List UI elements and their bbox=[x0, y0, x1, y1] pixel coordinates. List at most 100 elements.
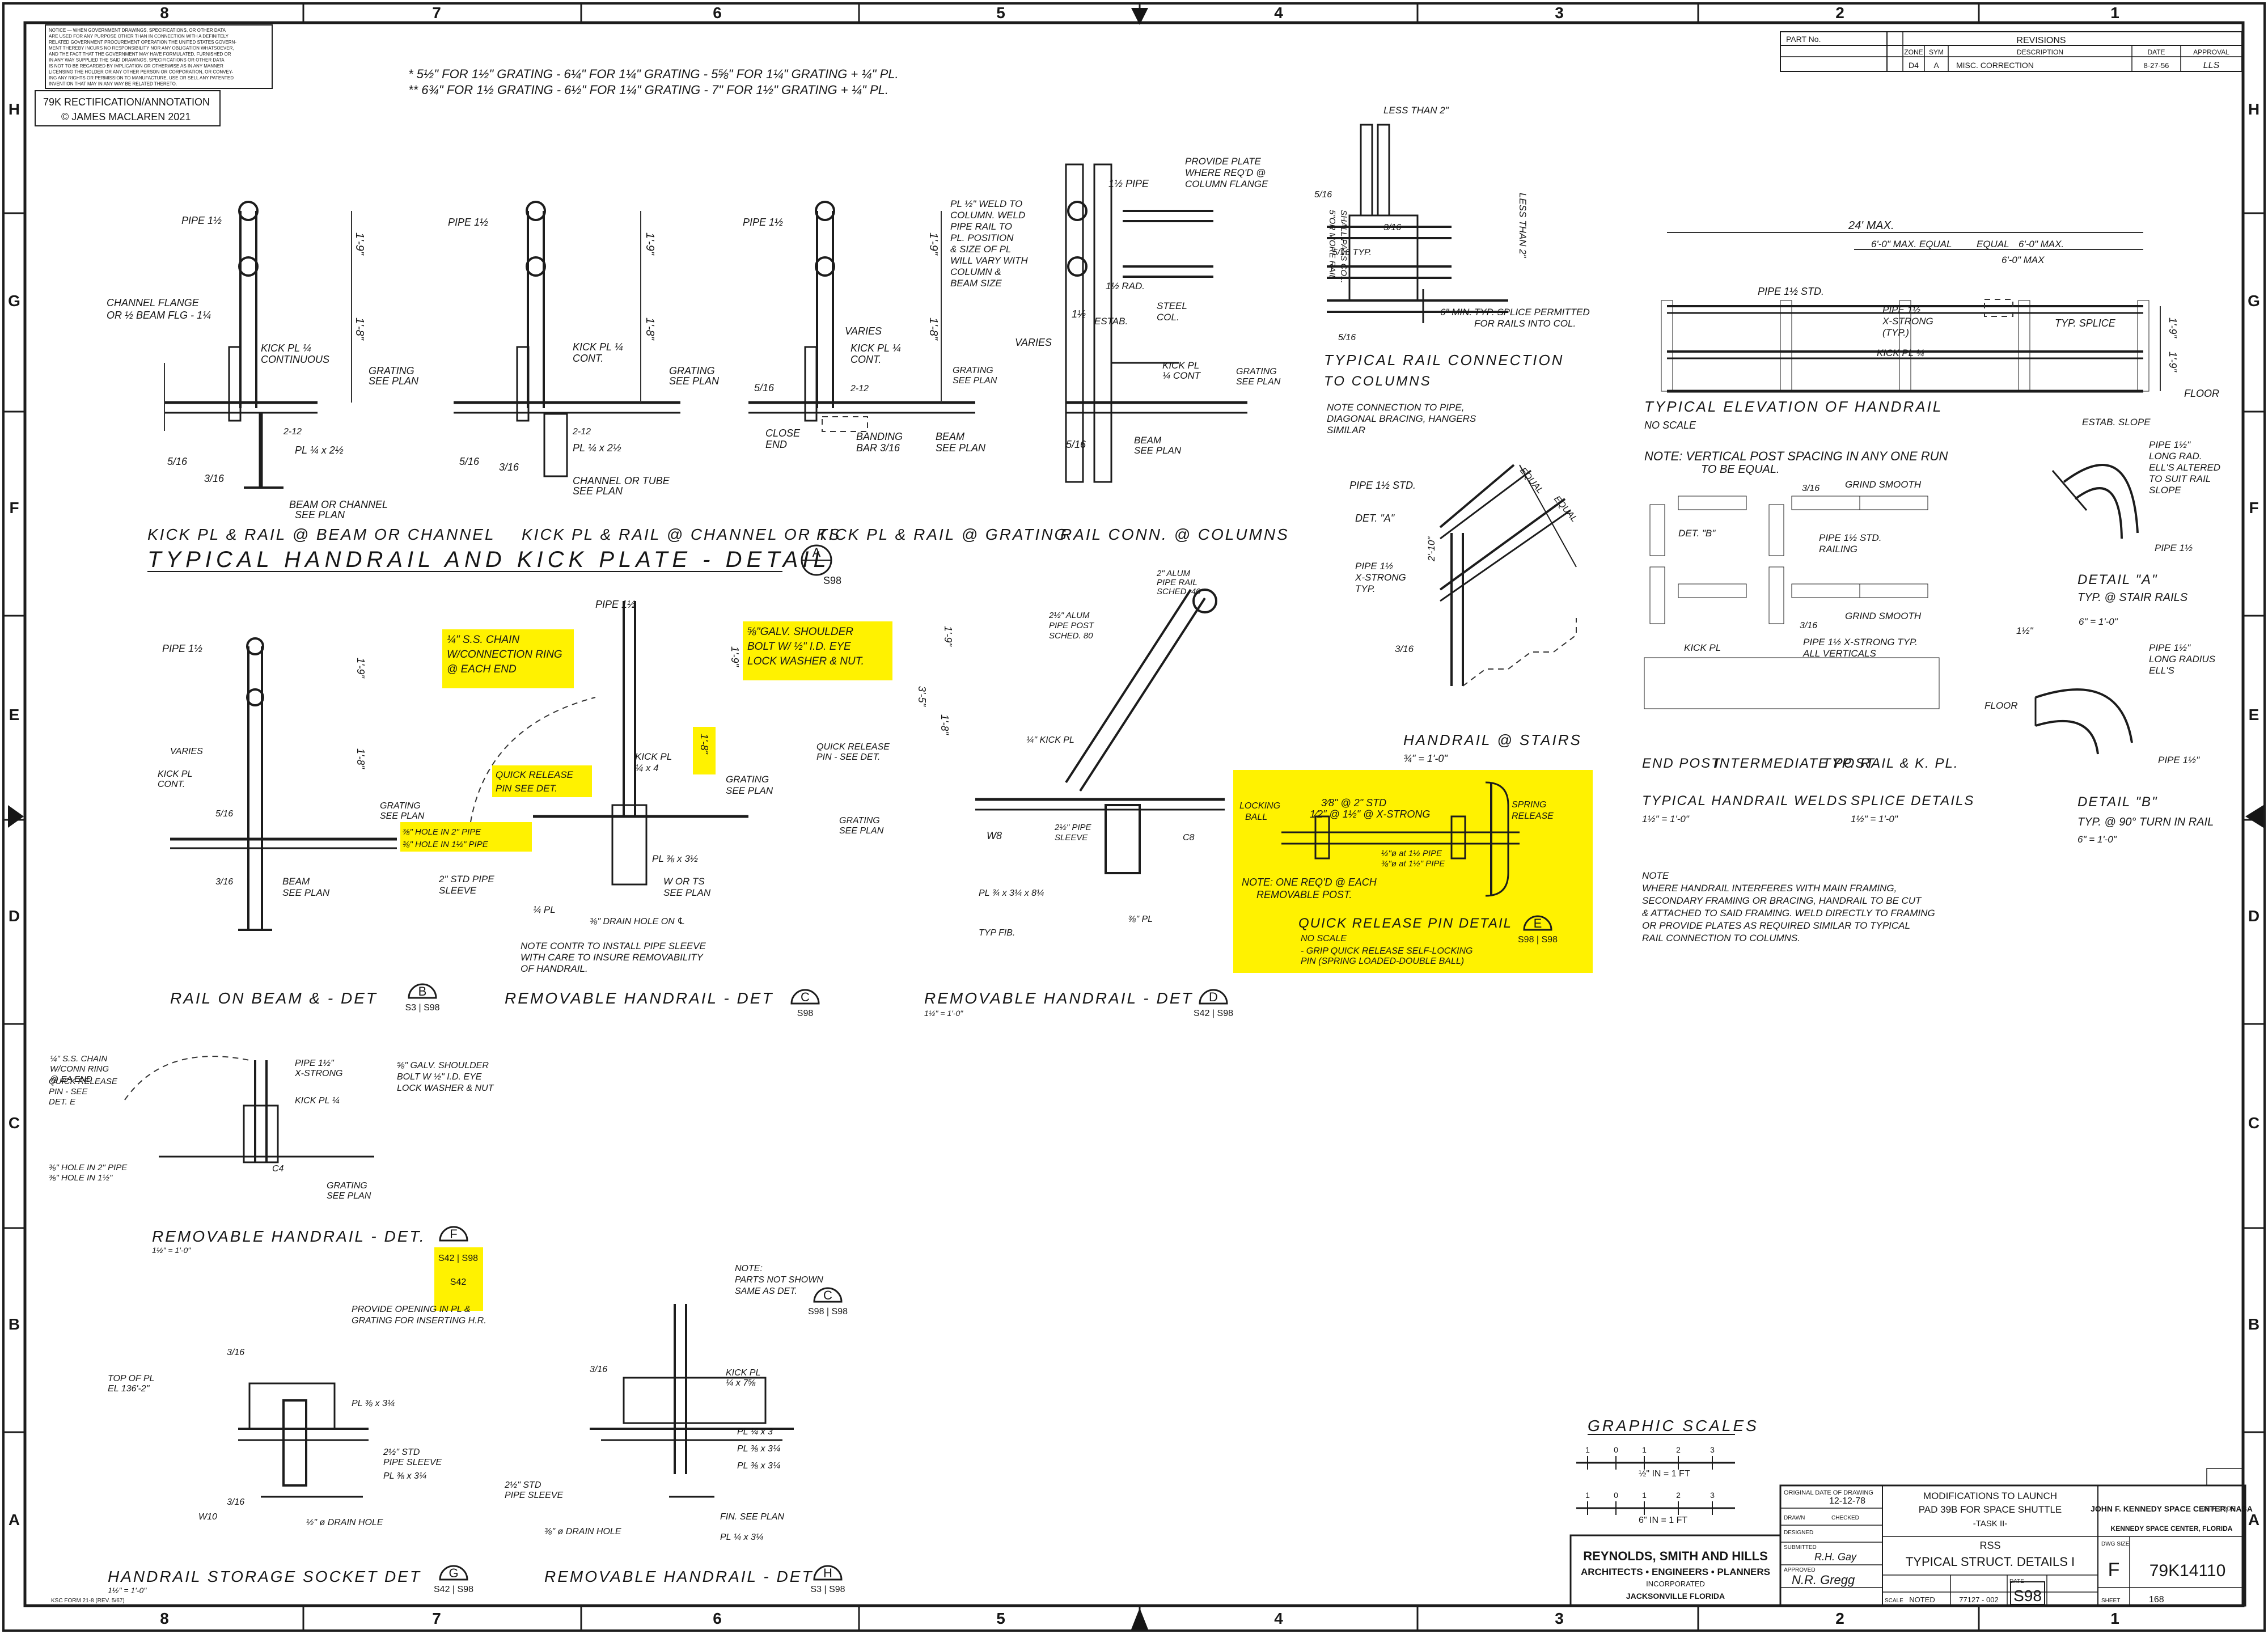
drawing-label: WITH CARE TO INSURE REMOVABILITY bbox=[521, 952, 704, 963]
drawing-label: PIPE 1½ bbox=[1882, 304, 1920, 315]
drawing-label: 2-12 bbox=[572, 427, 591, 437]
drawing-label: PIPE SLEEVE bbox=[505, 1491, 563, 1500]
drawing-label: GRATING bbox=[669, 365, 715, 376]
sheet-no-label: SHEET bbox=[2101, 1598, 2120, 1604]
drawing-label: & ATTACHED TO SAID FRAMING. WELD DIRECTL… bbox=[1642, 908, 1935, 918]
border-row-label: B bbox=[2248, 1315, 2259, 1333]
drawing-label: ⅜" PL bbox=[1128, 915, 1153, 924]
drawing-label: 6" MIN. bbox=[1440, 307, 1472, 318]
drawing-label: ¼ x 4 bbox=[635, 763, 659, 773]
drawing-label: 1'-8" bbox=[644, 318, 656, 341]
drawing-label: 3⁄8" @ 2" STD bbox=[1321, 797, 1386, 808]
drawing-label: NOTE bbox=[1642, 870, 1669, 881]
drawing-label: ESTAB. bbox=[1094, 316, 1128, 327]
detail-caption: RAIL CONN. @ COLUMNS bbox=[1060, 526, 1289, 543]
code-value: 77127 - 002 bbox=[1959, 1595, 1998, 1604]
drawing-label: NOTE: ONE REQ'D @ EACH bbox=[1242, 877, 1377, 888]
detail-ref-letter: F bbox=[450, 1227, 457, 1241]
highlight-sheet-ref bbox=[434, 1247, 483, 1311]
drawing-label: CHANNEL OR TUBE bbox=[573, 475, 670, 486]
drawing-label: PIPE 1½ STD. bbox=[1758, 286, 1824, 297]
border-col-label: 4 bbox=[1274, 1610, 1283, 1627]
drawing-label: 3/16 bbox=[1802, 484, 1820, 493]
project-line-3: -TASK II- bbox=[1973, 1519, 2008, 1529]
drawing-label: COLUMN FLANGE bbox=[1185, 179, 1268, 189]
rail-connection-detail bbox=[1327, 124, 1508, 323]
drawing-label: ELL'S ALTERED bbox=[2149, 462, 2220, 473]
handrail-stairs-detail bbox=[1439, 464, 1577, 687]
scale-tick-label: 3 bbox=[1710, 1491, 1715, 1500]
quick-release-pin-detail bbox=[1233, 770, 1593, 973]
handrail-post bbox=[2137, 300, 2149, 392]
border-row-label: D bbox=[2248, 907, 2259, 925]
drawing-label: 5/16 bbox=[1314, 190, 1332, 200]
drawing-label: 5/16 bbox=[459, 456, 480, 467]
rev-col-date: DATE bbox=[2147, 48, 2165, 56]
drawing-label: PIPE 1½ STD. bbox=[1349, 480, 1416, 491]
detail-caption: INTERMEDIATE POST bbox=[1715, 756, 1875, 771]
weld-pipe bbox=[1649, 566, 1665, 624]
rev-sym: A bbox=[1933, 61, 1939, 70]
border-row-label: E bbox=[9, 706, 20, 723]
drawing-label: PL ½" WELD TO bbox=[950, 198, 1022, 209]
drawing-label: PIPE 1½ bbox=[1355, 561, 1393, 572]
detail-caption: DETAIL "B" bbox=[2077, 794, 2158, 810]
center-arrow-top bbox=[1131, 8, 1148, 25]
drawing-label: GRATING bbox=[1236, 367, 1277, 376]
detail-ref-sheet-hl: S42 bbox=[450, 1277, 467, 1287]
drawing-label: OR PROVIDE PLATES AS REQUIRED SIMILAR TO… bbox=[1642, 920, 1910, 931]
drawing-label: ½"ø at 1½ PIPE bbox=[1381, 849, 1442, 858]
part-no-label: PART No. bbox=[1786, 35, 1821, 44]
drawing-label: FIN. SEE PLAN bbox=[720, 1512, 784, 1522]
drawing-label: PARTS NOT SHOWN bbox=[735, 1275, 823, 1285]
weld-pipe bbox=[1859, 496, 1928, 510]
detail-kick-pl-rail-beam bbox=[164, 201, 352, 489]
drawing-label: DIAGONAL BRACING, HANGERS bbox=[1327, 413, 1476, 424]
detail-ref-sheet: S98 bbox=[797, 1009, 814, 1018]
border-col-label: 8 bbox=[160, 4, 169, 22]
drawing-label: FOR RAILS INTO COL. bbox=[1474, 318, 1576, 329]
drawing-label: 5/16 bbox=[215, 809, 233, 819]
detail-caption: HANDRAIL @ STAIRS bbox=[1403, 731, 1582, 748]
detail-caption: REMOVABLE HANDRAIL - DET bbox=[544, 1568, 813, 1585]
drawing-label: PIPE 1½ STD. bbox=[1819, 532, 1882, 543]
drawing-label: 5/16 bbox=[754, 382, 775, 393]
drawing-label: (TYP.) bbox=[1882, 327, 1909, 338]
scale-tick-label: 1 bbox=[1585, 1491, 1590, 1500]
handrail-welds-detail bbox=[1644, 496, 1940, 709]
drawing-label: C4 bbox=[272, 1164, 284, 1174]
detail-ref-sheet: S98 | S98 bbox=[808, 1307, 848, 1316]
drawing-label: 1½" = 1'-0" bbox=[152, 1246, 191, 1255]
drawing-label: NOTE CONTR TO INSTALL PIPE SLEEVE bbox=[521, 941, 706, 951]
drawing-label: OR ½ BEAM FLG - 1¼ bbox=[107, 310, 211, 321]
drawing-label: SEE PLAN bbox=[726, 785, 773, 796]
drawing-label: PIPE 1½ bbox=[743, 217, 783, 228]
drawing-label: TYP. SPLICE bbox=[2055, 318, 2116, 329]
removable-handrail-detail-d bbox=[975, 589, 1225, 874]
center-arrow-bottom bbox=[1131, 1608, 1148, 1629]
notice-line: IN ANY WAY SUPPLIED THE SAID DRAWINGS, S… bbox=[49, 58, 225, 63]
drawing-label: 2½" STD bbox=[383, 1447, 420, 1457]
drawing-label: GRIND SMOOTH bbox=[1845, 479, 1922, 490]
drawing-label: ¼ x 7⅝ bbox=[726, 1378, 756, 1388]
drawing-label: 5/16 bbox=[1066, 439, 1086, 450]
border-col-label: 3 bbox=[1555, 1610, 1564, 1627]
drawing-label: 1'-8" bbox=[353, 318, 366, 341]
drawing-label: SEE PLAN bbox=[663, 887, 711, 898]
drawing-label: 1'-9" bbox=[353, 232, 366, 256]
drawing-label: KICK PL bbox=[635, 751, 672, 762]
drawing-label: DET. E bbox=[49, 1097, 76, 1107]
drawing-label: C8 bbox=[1183, 833, 1195, 843]
drawing-label: GRATING bbox=[327, 1181, 367, 1191]
drawing-label: 1'-9" bbox=[942, 626, 954, 647]
drawing-label: SEE PLAN bbox=[282, 887, 330, 898]
drawing-label: 1'-9" bbox=[2167, 318, 2178, 338]
drawing-label: W/CONNECTION RING bbox=[447, 649, 562, 661]
drawing-label: ALL VERTICALS bbox=[1802, 648, 1876, 659]
drawing-label: LESS THAN 2" bbox=[1517, 193, 1528, 259]
drawing-label: PIPE 1½ bbox=[2155, 543, 2193, 553]
drawing-label: SEE PLAN bbox=[1134, 445, 1182, 456]
drawing-label: CLOSE bbox=[765, 427, 801, 439]
drawing-label: QUICK RELEASE bbox=[49, 1077, 118, 1086]
scale-label: SCALE bbox=[1885, 1598, 1903, 1604]
